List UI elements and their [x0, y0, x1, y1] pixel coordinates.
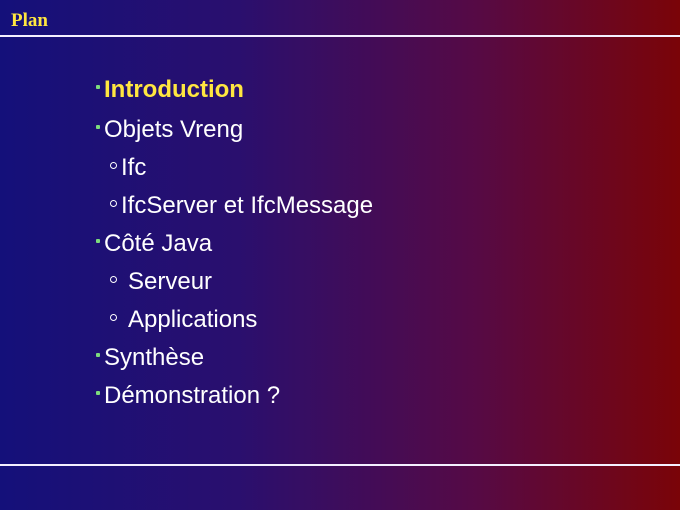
- outline-item-cote-java: Côté Java: [96, 230, 212, 258]
- sub-bullet-icon: [110, 162, 117, 170]
- outline-subitem-ifc: Ifc: [110, 154, 146, 182]
- outline-item-objets-vreng: Objets Vreng: [96, 116, 243, 144]
- sub-bullet-icon: [110, 314, 117, 322]
- outline-item-synthese: Synthèse: [96, 344, 204, 372]
- slide-title: Plan: [11, 10, 48, 31]
- outline-item-label: Objets Vreng: [104, 116, 244, 143]
- top-divider: [0, 35, 680, 37]
- bullet-icon: [96, 84, 100, 89]
- bottom-divider: [0, 464, 680, 466]
- outline-item-label: Synthèse: [104, 344, 205, 371]
- outline-item-label: Démonstration ?: [104, 382, 281, 409]
- outline-subitem-ifcserver: IfcServer et IfcMessage: [110, 192, 373, 220]
- outline-subitem-serveur: Serveur: [110, 268, 212, 296]
- bullet-icon: [96, 352, 100, 357]
- bullet-icon: [96, 390, 100, 395]
- sub-bullet-icon: [110, 276, 117, 284]
- outline-item-introduction: Introduction: [96, 76, 244, 104]
- outline-item-label: IfcServer et IfcMessage: [121, 192, 374, 219]
- outline-item-label: Côté Java: [104, 230, 213, 257]
- bullet-icon: [96, 238, 100, 243]
- outline-item-demonstration: Démonstration ?: [96, 382, 280, 410]
- sub-bullet-icon: [110, 200, 117, 208]
- outline-subitem-applications: Applications: [110, 306, 257, 334]
- outline-item-label: Ifc: [121, 154, 147, 181]
- bullet-icon: [96, 124, 100, 129]
- outline-item-label: Applications: [128, 306, 258, 333]
- outline-item-label: Serveur: [128, 268, 213, 295]
- outline-item-label: Introduction: [104, 76, 244, 103]
